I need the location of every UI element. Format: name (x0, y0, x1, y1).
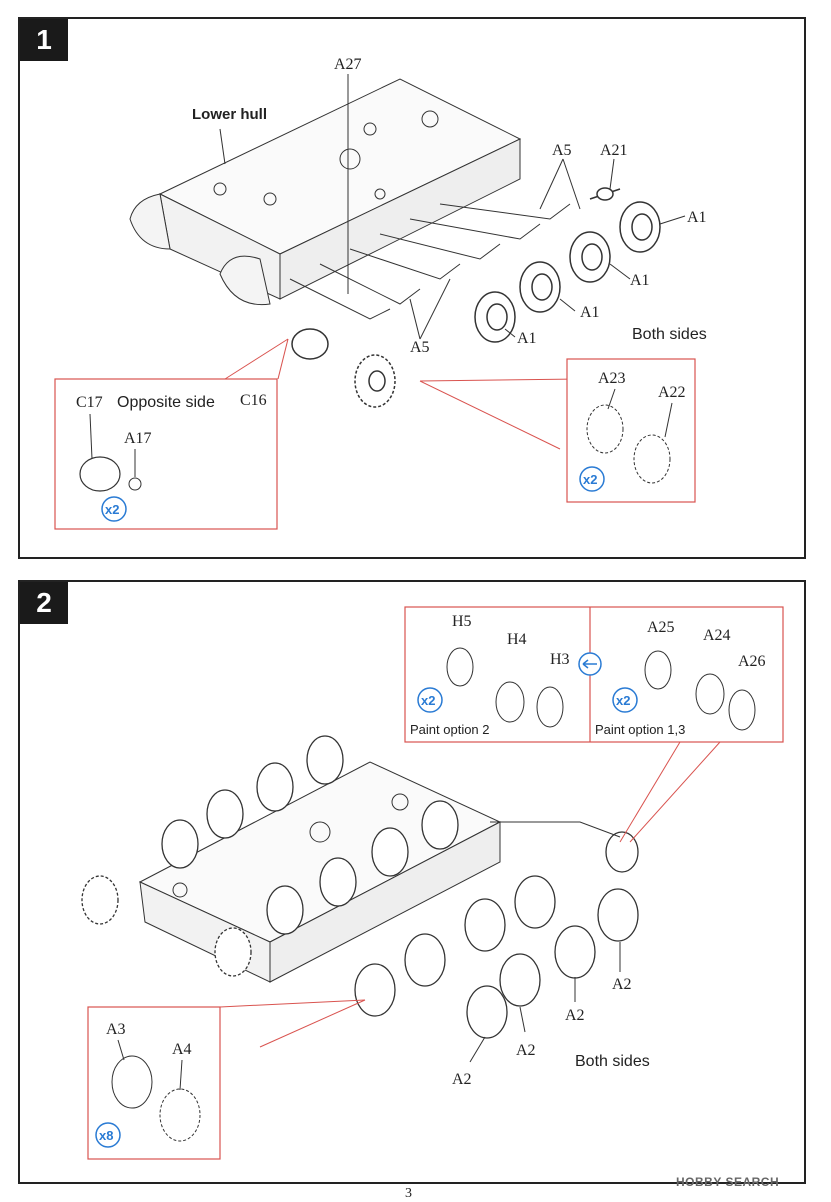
part-a24-drawing (695, 673, 725, 715)
opposite-side-label: Opposite side (117, 394, 215, 411)
step-2-illustration: H5 H4 H3 x2 Paint option 2 A25 A24 A26 x… (81, 606, 784, 1160)
part-label-a5-bottom: A5 (410, 339, 430, 356)
part-label-a17: A17 (124, 430, 152, 447)
leader-lines (469, 821, 621, 1063)
part-label-h5: H5 (452, 613, 472, 630)
part-label-a2-2: A2 (565, 1007, 585, 1024)
part-a17-drawing (128, 477, 142, 491)
part-label-a1-4: A1 (517, 330, 537, 347)
sprocket-assembly (291, 187, 621, 408)
suspension-arms (289, 203, 571, 320)
upper-wheels (81, 735, 344, 977)
step-1-illustration: Lower hull A27 A5 A21 A1 A1 A1 A1 A5 Bot… (54, 56, 707, 530)
watermark: HOBBY SEARCH (676, 1175, 780, 1189)
part-label-a21: A21 (600, 142, 628, 159)
callout-box-left: C17 Opposite side C16 A17 x2 (54, 378, 278, 530)
page-number: 3 (405, 1186, 412, 1201)
callout-box-right: A23 A22 x2 (566, 358, 696, 503)
both-sides-label: Both sides (632, 326, 707, 343)
multiplier-badge (579, 466, 605, 492)
step-1-panel: 1 (18, 17, 806, 559)
multiplier-text: x2 (583, 472, 597, 487)
part-a25-drawing (644, 650, 672, 690)
part-label-c16: C16 (240, 392, 267, 409)
paint-option-13-caption: Paint option 1,3 (595, 722, 685, 737)
part-label-a4: A4 (172, 1041, 192, 1058)
part-c17-drawing (79, 456, 121, 492)
part-label-a5-top: A5 (552, 142, 572, 159)
part-a23-drawing (586, 404, 624, 454)
leader-lines (219, 74, 686, 340)
part-label-c17: C17 (76, 394, 103, 411)
callout-lines (219, 741, 721, 1048)
multiplier-text: x2 (616, 693, 630, 708)
part-label-a1-2: A1 (630, 272, 650, 289)
lower-hull-label: Lower hull (192, 106, 267, 123)
step-2-panel: 2 (18, 580, 806, 1184)
part-label-h3: H3 (550, 651, 570, 668)
part-h3-drawing (536, 686, 564, 728)
both-sides-label: Both sides (575, 1053, 650, 1070)
part-label-a23: A23 (598, 370, 626, 387)
part-label-h4: H4 (507, 631, 527, 648)
multiplier-text: x8 (99, 1128, 113, 1143)
part-a3-drawing (111, 1055, 153, 1109)
step-number: 2 (20, 582, 68, 624)
part-a4-drawing (159, 1088, 201, 1142)
paint-option-2-caption: Paint option 2 (410, 722, 490, 737)
multiplier-badge (101, 496, 127, 522)
part-h4-drawing (495, 681, 525, 723)
multiplier-text: x2 (421, 693, 435, 708)
paint-option-box: H5 H4 H3 x2 Paint option 2 A25 A24 A26 x… (404, 606, 784, 743)
multiplier-badge (95, 1122, 121, 1148)
part-label-a3: A3 (106, 1021, 126, 1038)
part-label-a2-1: A2 (612, 976, 632, 993)
part-a26-drawing (728, 689, 756, 731)
lower-hull-drawing (129, 78, 522, 306)
part-label-a25: A25 (647, 619, 675, 636)
part-h5-drawing (446, 647, 474, 687)
part-label-a2-3: A2 (516, 1042, 536, 1059)
part-label-a24: A24 (703, 627, 731, 644)
part-label-a1-1: A1 (687, 209, 707, 226)
part-label-a26: A26 (738, 653, 766, 670)
multiplier-text: x2 (105, 502, 119, 517)
multiplier-badge (417, 687, 443, 713)
step-number: 1 (20, 19, 68, 61)
callout-box-bottom: A3 A4 x8 (87, 1006, 221, 1160)
callout-lines (224, 338, 581, 450)
part-a22-drawing (633, 434, 671, 484)
part-label-a27: A27 (334, 56, 362, 73)
part-label-a2-4: A2 (452, 1071, 472, 1088)
road-wheels (266, 800, 639, 1039)
hull-drawing (138, 761, 502, 983)
multiplier-badge (612, 687, 638, 713)
part-label-a22: A22 (658, 384, 686, 401)
part-label-a1-3: A1 (580, 304, 600, 321)
